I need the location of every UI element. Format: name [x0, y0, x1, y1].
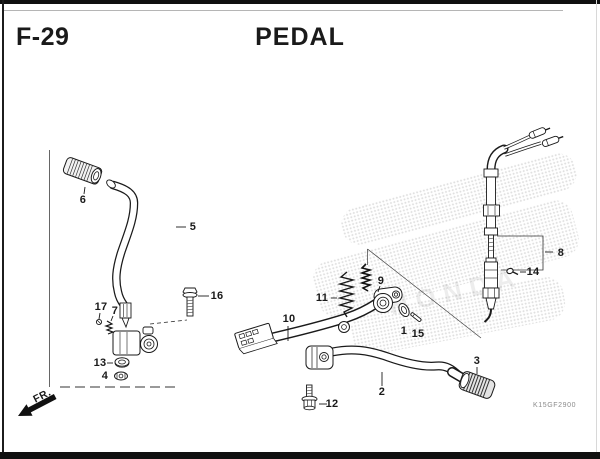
clip-14-drawing — [506, 267, 519, 276]
part-callout-9[interactable]: 9 — [377, 275, 385, 287]
page-title: PEDAL — [255, 23, 345, 51]
wire-terminal-drawing — [541, 135, 564, 147]
part-callout-14[interactable]: 14 — [526, 266, 540, 278]
part-callout-11[interactable]: 11 — [315, 292, 329, 304]
part-callout-1[interactable]: 1 — [400, 325, 408, 337]
part-callout-3[interactable]: 3 — [473, 355, 481, 367]
section-code: F-29 — [16, 23, 70, 51]
right-edge-line — [596, 0, 597, 459]
brake-pedal-group — [234, 263, 422, 355]
spring-11-drawing — [337, 271, 356, 318]
left-edge-line — [2, 0, 4, 459]
reference-lines — [49, 150, 544, 388]
nut-4-drawing — [114, 371, 128, 381]
switch-body-details — [484, 206, 498, 298]
shift-rubber-drawing — [62, 157, 103, 185]
pedal-rubber-drawing — [458, 371, 496, 399]
part-callout-2[interactable]: 2 — [378, 386, 386, 398]
part-callout-6[interactable]: 6 — [79, 194, 87, 206]
part-callout-7[interactable]: 7 — [111, 305, 119, 317]
bolt-16-drawing — [182, 287, 198, 317]
switch-spring-drawing — [359, 263, 373, 292]
top-edge-bar — [0, 0, 600, 4]
part-callout-10[interactable]: 10 — [282, 313, 296, 325]
gearshift-lever-group — [62, 157, 198, 381]
washer-13-drawing — [114, 357, 130, 368]
bottom-edge-bar — [0, 452, 600, 459]
callout-leaders — [83, 186, 553, 405]
header-rule — [3, 10, 563, 11]
pin-15-drawing — [410, 312, 422, 322]
bolt-12-drawing — [301, 384, 318, 411]
spring-7-drawing — [104, 320, 115, 335]
gear-change-pedal-group — [301, 345, 496, 411]
part-callout-8[interactable]: 8 — [557, 247, 565, 259]
pivot-boss-drawing — [373, 286, 403, 313]
part-callout-17[interactable]: 17 — [94, 301, 108, 313]
brake-switch-group — [482, 127, 564, 323]
brake-footpad-drawing — [234, 322, 278, 355]
pedal-clamp-drawing — [305, 345, 334, 370]
part-callout-12[interactable]: 12 — [325, 398, 339, 410]
switch-body-drawing — [482, 168, 500, 310]
part-callout-4[interactable]: 4 — [101, 370, 109, 382]
spindle-housing-drawing — [112, 326, 158, 356]
document-code: K15GF2900 — [533, 402, 577, 409]
part-callout-15[interactable]: 15 — [411, 328, 425, 340]
fr-arrow-icon — [18, 393, 57, 416]
part-callout-13[interactable]: 13 — [93, 357, 107, 369]
wire-terminal-drawing — [528, 127, 551, 139]
part-callout-5[interactable]: 5 — [189, 221, 197, 233]
part-callout-16[interactable]: 16 — [210, 290, 224, 302]
washer-1-drawing — [398, 302, 410, 318]
